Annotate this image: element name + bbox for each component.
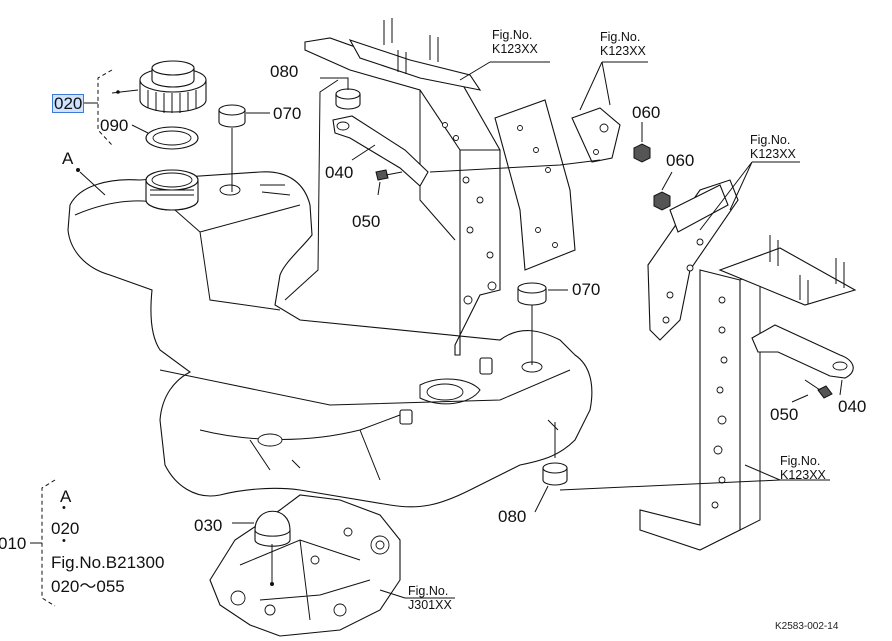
small-bracket-plate bbox=[571, 107, 621, 163]
rubber-mount-lower bbox=[517, 282, 547, 306]
engine-block-casting bbox=[209, 494, 401, 637]
rubber-mount-080-lower bbox=[542, 462, 568, 486]
rubber-mount-upper bbox=[218, 104, 246, 128]
leader-lines bbox=[30, 61, 843, 607]
legend-fig[interactable]: Fig.No.B21300 bbox=[51, 553, 165, 572]
fig-ref-label: Fig.No. bbox=[780, 454, 821, 468]
drawing-code: K2583-002-14 bbox=[775, 621, 839, 632]
bolt-lower bbox=[804, 379, 833, 399]
legend-a: A bbox=[60, 487, 72, 506]
fig-ref-label: Fig.No. bbox=[600, 30, 641, 44]
fig-ref-number: K123XX bbox=[780, 468, 826, 482]
callout-A[interactable]: A bbox=[62, 149, 74, 168]
fig-ref-label: Fig.No. bbox=[492, 28, 533, 42]
nut-lower bbox=[653, 191, 671, 211]
fig-ref-lower-right[interactable]: Fig.No. K123XX bbox=[780, 454, 826, 482]
fig-ref-number: K123XX bbox=[492, 42, 538, 56]
clamp-strap-lower bbox=[751, 324, 854, 379]
fuel-cap bbox=[139, 60, 207, 113]
rubber-dome-cushion bbox=[254, 510, 291, 547]
fig-ref-upper-left[interactable]: Fig.No. K123XX bbox=[492, 28, 538, 56]
filler-neck bbox=[145, 169, 199, 211]
callout-040-upper[interactable]: 040 bbox=[325, 163, 354, 182]
gasket-ring bbox=[145, 126, 199, 150]
callout-010[interactable]: 010 bbox=[0, 534, 27, 553]
callout-070-lower[interactable]: 070 bbox=[572, 280, 601, 299]
fig-ref-number: K123XX bbox=[750, 147, 796, 161]
nut-upper bbox=[633, 143, 651, 163]
fig-ref-engine[interactable]: Fig.No. J301XX bbox=[408, 584, 452, 612]
frame-bracket-upper bbox=[304, 18, 501, 356]
legend-part: 020 bbox=[51, 519, 80, 538]
fig-ref-label: Fig.No. bbox=[408, 584, 449, 598]
fuel-tank bbox=[67, 171, 593, 508]
legend-range: 020～055 bbox=[51, 577, 125, 596]
fig-ref-label: Fig.No. bbox=[750, 133, 791, 147]
legend-dot-1: • bbox=[62, 502, 66, 514]
legend-dot-2: • bbox=[62, 535, 66, 547]
mounting-plate bbox=[494, 99, 576, 271]
clamp-strap-upper bbox=[332, 115, 429, 187]
callout-050-lower[interactable]: 050 bbox=[770, 405, 799, 424]
callout-070-upper[interactable]: 070 bbox=[273, 104, 302, 123]
fig-ref-number: K123XX bbox=[600, 44, 646, 58]
callout-060-upper[interactable]: 060 bbox=[632, 103, 661, 122]
callout-030[interactable]: 030 bbox=[194, 516, 223, 535]
callout-020-selected[interactable]: 020 bbox=[51, 94, 85, 113]
callout-050-upper[interactable]: 050 bbox=[352, 212, 381, 231]
callout-060-lower[interactable]: 060 bbox=[666, 151, 695, 170]
frame-bracket-rear bbox=[639, 179, 857, 551]
fig-ref-upper-right[interactable]: Fig.No. K123XX bbox=[600, 30, 646, 58]
callout-080-upper[interactable]: 080 bbox=[270, 62, 299, 81]
fig-ref-right[interactable]: Fig.No. K123XX bbox=[750, 133, 796, 161]
fig-ref-number: J301XX bbox=[408, 598, 452, 612]
rubber-mount-080-upper bbox=[335, 88, 361, 110]
callout-090[interactable]: 090 bbox=[100, 116, 129, 135]
callout-080-lower[interactable]: 080 bbox=[498, 507, 527, 526]
callout-040-lower[interactable]: 040 bbox=[838, 397, 867, 416]
bolt-upper bbox=[375, 169, 403, 181]
